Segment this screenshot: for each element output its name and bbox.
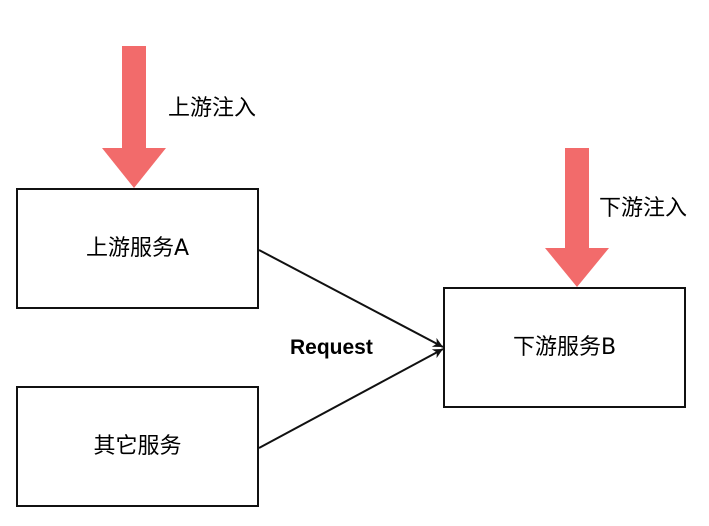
- upstream-service-label: 上游服务A: [85, 235, 190, 261]
- other-service-box: 其它服务: [16, 386, 259, 507]
- other-service-label: 其它服务: [93, 433, 182, 459]
- request-connector-from-other: [258, 348, 444, 449]
- downstream-service-label: 下游服务B: [512, 334, 617, 360]
- upstream-service-box: 上游服务A: [16, 188, 259, 309]
- downstream-injection-label: 下游注入: [599, 196, 688, 221]
- downstream-service-box: 下游服务B: [443, 287, 686, 408]
- request-label: Request: [290, 336, 373, 359]
- downstream-injection-arrow: [545, 148, 609, 287]
- upstream-injection-arrow: [102, 46, 166, 188]
- request-connector-from-upstream: [258, 249, 444, 348]
- upstream-injection-label: 上游注入: [168, 96, 257, 121]
